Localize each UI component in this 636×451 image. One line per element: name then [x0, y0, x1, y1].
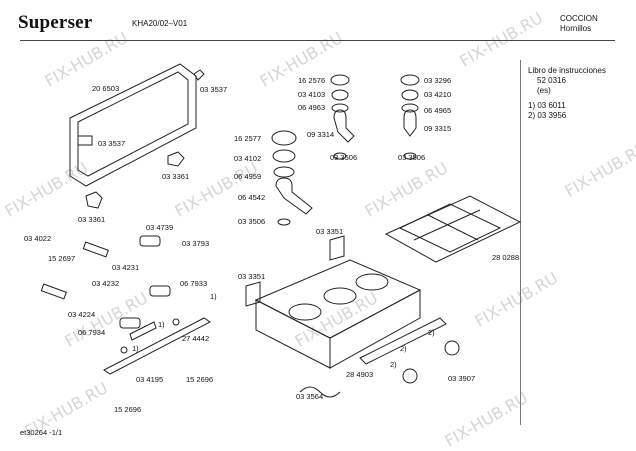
part-label: 15 2696	[114, 405, 142, 414]
part-label: 06 4959	[234, 172, 262, 181]
bracket-part	[245, 281, 261, 307]
bracket-part	[85, 191, 103, 209]
knob-part	[444, 340, 460, 356]
part-label: 03 3351	[238, 272, 266, 281]
part-label: 06 7933	[180, 279, 208, 288]
part-label: 03 4210	[424, 90, 452, 99]
control-strip	[359, 317, 447, 365]
knob-part	[402, 368, 418, 384]
part-label: 03 3361	[78, 215, 106, 224]
part-label: 03 4739	[146, 223, 174, 232]
frame-part	[69, 63, 197, 187]
part-label: 15 2696	[186, 375, 214, 384]
valve-assembly	[40, 235, 211, 375]
part-label: 03 3506	[398, 153, 426, 162]
clip-part	[193, 69, 205, 81]
part-label: 03 3564	[296, 392, 324, 401]
part-label: 06 4965	[424, 106, 452, 115]
part-label: 06 4963	[298, 103, 326, 112]
part-label: 06 4542	[238, 193, 266, 202]
part-label: 03 4022	[24, 234, 52, 243]
footnote-marker: 1)	[132, 344, 139, 353]
manual-title: Libro de instrucciones	[528, 66, 606, 75]
part-label: 03 3793	[182, 239, 210, 248]
wire-part	[299, 386, 341, 398]
part-label: 20 6503	[92, 84, 120, 93]
part-label: 03 3506	[330, 153, 358, 162]
footnote-marker: 1)	[210, 292, 217, 301]
bracket-part	[329, 235, 345, 261]
part-label: 15 2697	[48, 254, 76, 263]
part-label: 09 3315	[424, 124, 452, 133]
burner-stack-left	[330, 74, 355, 160]
part-label: 03 3537	[200, 85, 228, 94]
sidebar-divider	[520, 60, 521, 425]
footnote-1: 1) 03 6011	[528, 101, 566, 110]
footnote-marker: 2)	[400, 344, 407, 353]
header-divider	[20, 40, 615, 41]
part-label: 03 3907	[448, 374, 476, 383]
part-label: 28 4903	[346, 370, 374, 379]
part-label: 27 4442	[182, 334, 210, 343]
part-label: 03 4232	[92, 279, 120, 288]
model-number: KHA20/02–V01	[132, 19, 188, 28]
burner-stack-middle	[271, 130, 313, 226]
part-label: 09 3314	[307, 130, 335, 139]
part-label: 03 4103	[298, 90, 326, 99]
brand-logo: Superser	[18, 12, 93, 33]
part-label: 03 3296	[424, 76, 452, 85]
part-label: 03 4195	[136, 375, 164, 384]
clip-part	[77, 135, 93, 146]
part-label: 03 4231	[112, 263, 140, 272]
footnote-2: 2) 03 3956	[528, 111, 567, 120]
part-label: 16 2576	[298, 76, 326, 85]
part-label: 03 3351	[316, 227, 344, 236]
grate-part	[384, 195, 522, 263]
part-label: 28 0288	[492, 253, 520, 262]
part-label: 06 7934	[78, 328, 106, 337]
hob-body	[254, 259, 422, 369]
manual-number: 52 0316	[537, 76, 566, 85]
subcategory-label: Hornillos	[560, 24, 592, 33]
part-label: 03 3361	[162, 172, 190, 181]
category-label: COCCION	[560, 14, 598, 23]
manual-language: (es)	[537, 86, 551, 95]
page-code: et30264 -1/1	[20, 428, 63, 437]
part-label: 03 3537	[98, 139, 126, 148]
part-label: 03 3506	[238, 217, 266, 226]
burner-stack-right	[400, 74, 420, 160]
footnote-marker: 2)	[390, 360, 397, 369]
part-label: 03 4102	[234, 154, 262, 163]
part-label: 16 2577	[234, 134, 262, 143]
bracket-part	[167, 151, 185, 167]
footnote-marker: 2)	[428, 328, 435, 337]
part-label: 03 4224	[68, 310, 96, 319]
footnote-marker: 1)	[158, 320, 165, 329]
